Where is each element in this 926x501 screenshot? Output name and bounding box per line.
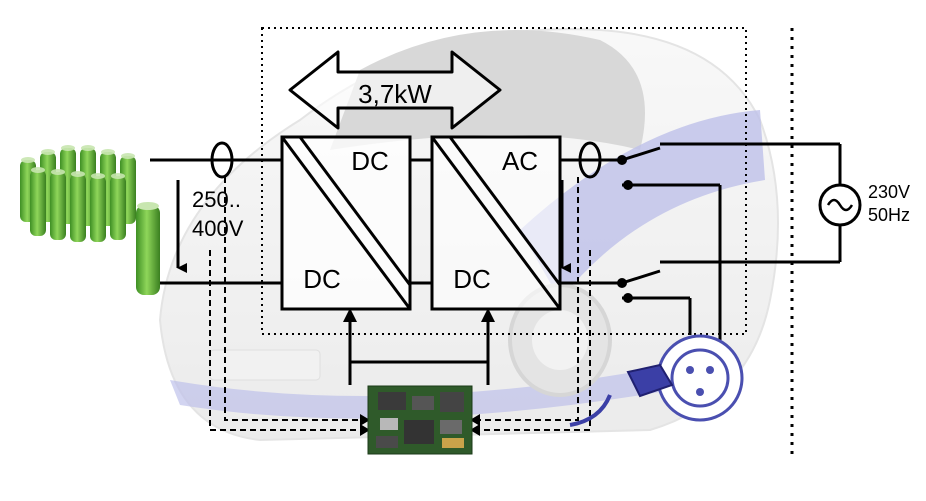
- battery-voltage-line2: 400V: [192, 216, 244, 241]
- dc-dc-converter: DC DC: [280, 135, 412, 311]
- acdc-bottom-label: DC: [453, 264, 491, 294]
- grid-voltage-label: 230V: [868, 182, 910, 202]
- dcdc-top-label: DC: [351, 146, 389, 176]
- battery-pack: [20, 145, 160, 295]
- sensor-signal-lines: [209, 177, 591, 431]
- control-arrows: [348, 318, 490, 385]
- power-label: 3,7kW: [358, 79, 432, 109]
- bidirectional-power-arrow: 3,7kW: [288, 50, 502, 130]
- dcdc-bottom-label: DC: [303, 264, 341, 294]
- power-lines: [150, 142, 842, 345]
- acdc-top-label: AC: [502, 146, 538, 176]
- charging-plug-socket: [569, 334, 744, 427]
- current-sensor-grid: [578, 141, 602, 179]
- battery-cells-cluster: [20, 145, 136, 242]
- single-battery-cell: [136, 202, 160, 295]
- grid-frequency-label: 50Hz: [868, 205, 910, 225]
- ac-source: 230V 50Hz: [818, 182, 910, 227]
- battery-voltage-line1: 250..: [192, 187, 241, 212]
- switch-contact-dots: [617, 155, 633, 303]
- ac-dc-converter: AC DC: [430, 135, 562, 311]
- controller-pcb: [367, 385, 473, 455]
- current-sensor-battery: [210, 141, 234, 179]
- converter-boundary-box: [261, 27, 747, 335]
- signal-arrowheads: [360, 414, 480, 436]
